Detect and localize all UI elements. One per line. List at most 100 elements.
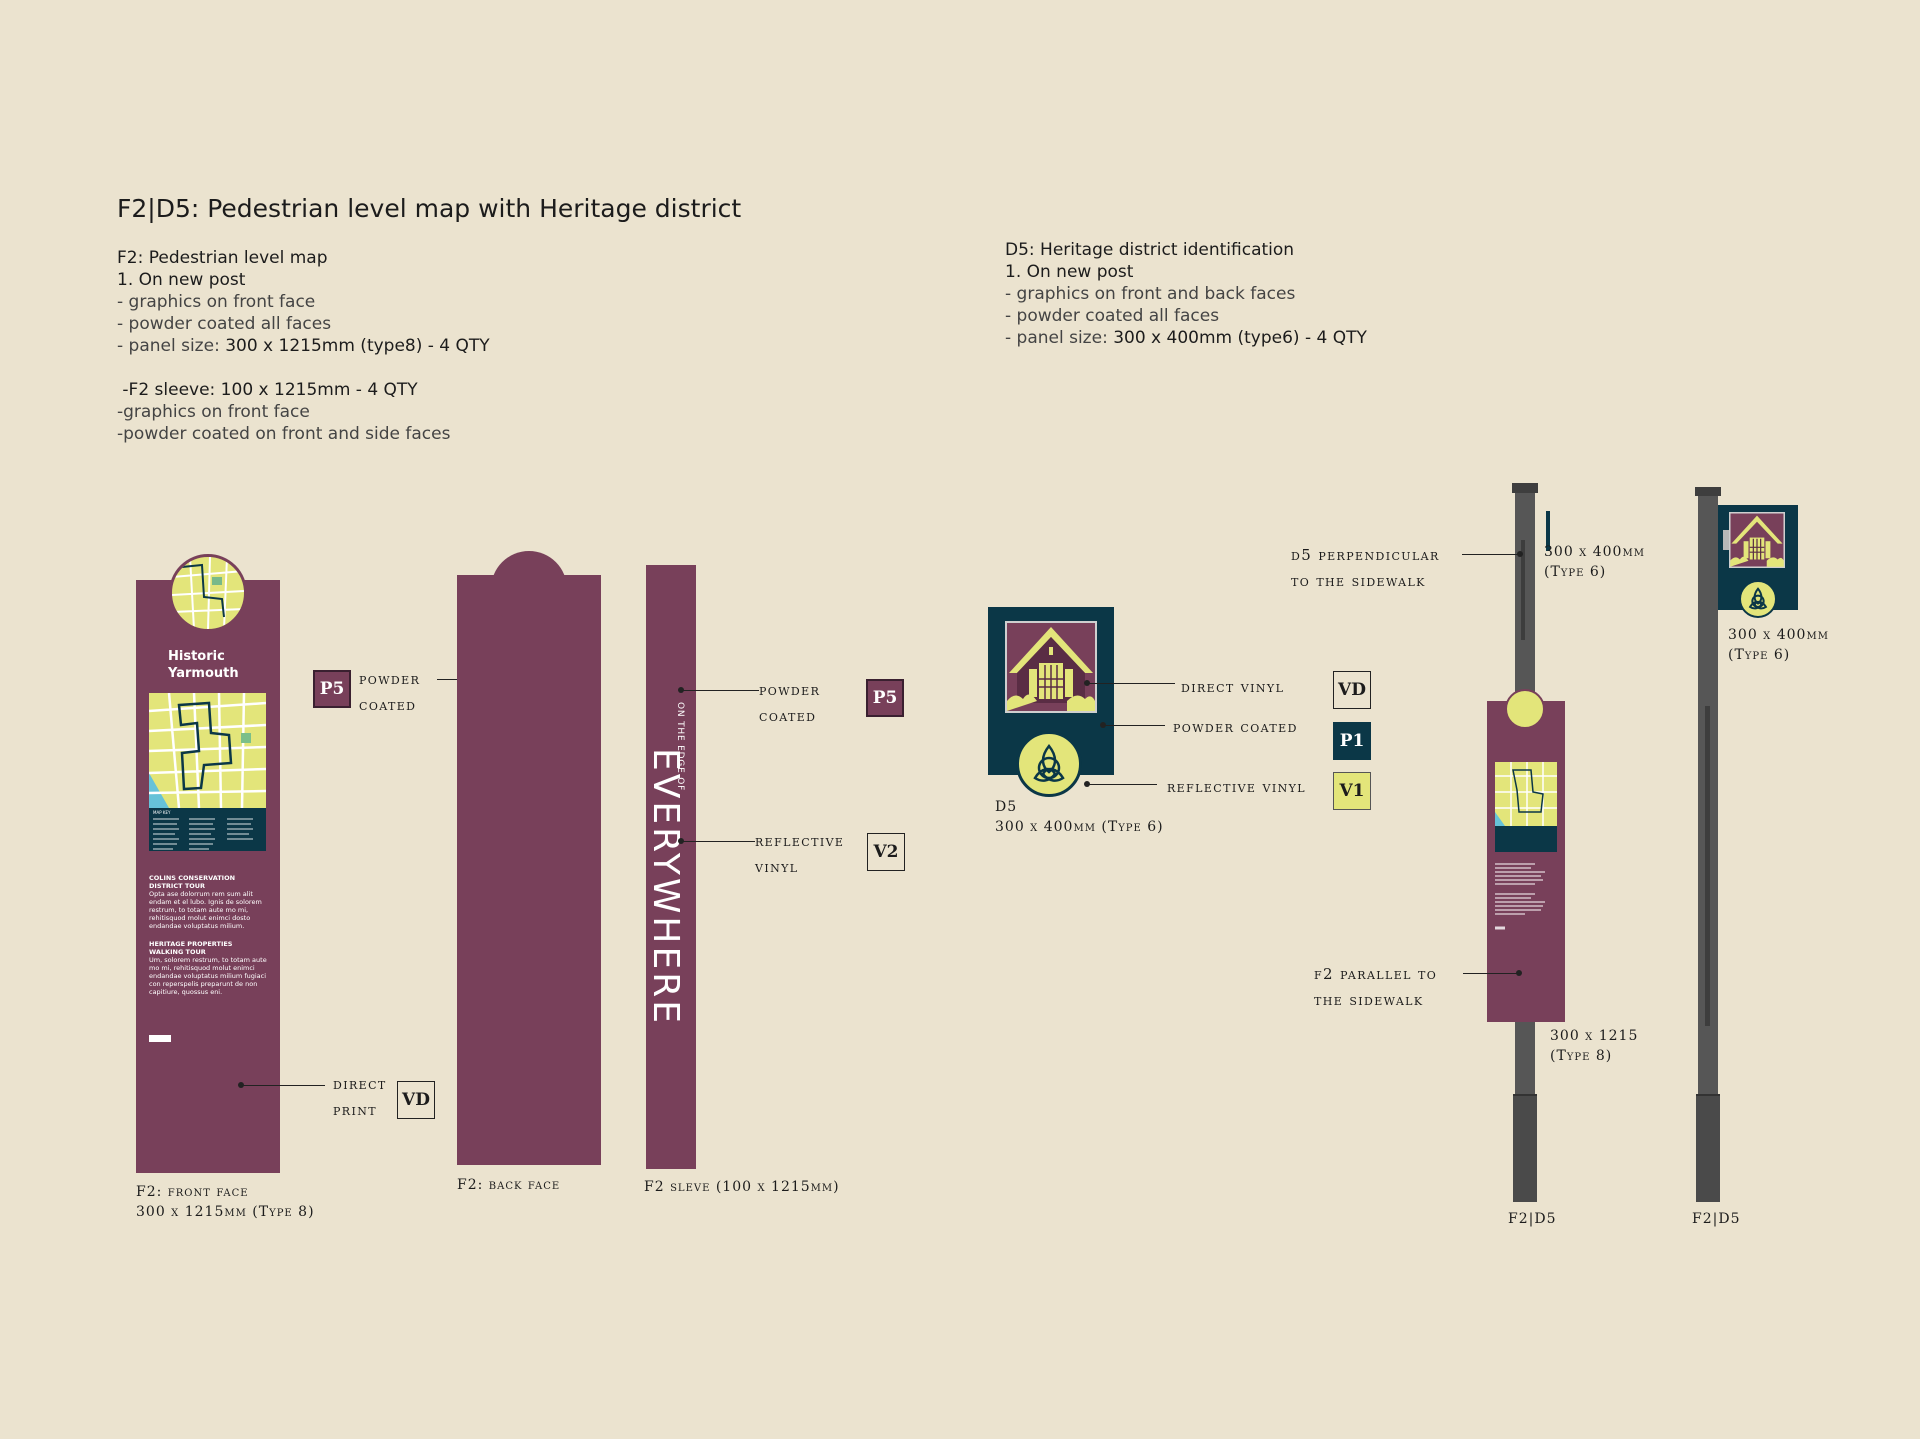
mount-bracket <box>1723 530 1729 550</box>
district-map <box>149 693 266 808</box>
caption-line: 300 x 1215mm (Type 8) <box>136 1204 315 1220</box>
mini-house-graphic <box>1729 512 1785 568</box>
triquetra-icon <box>1016 731 1082 797</box>
f2-front-caption: F2: front face 300 x 1215mm (Type 8) <box>136 1182 315 1222</box>
logo-mark <box>149 1035 171 1042</box>
leader-line <box>241 1085 325 1086</box>
d5-spec-block: D5: Heritage district identification 1. … <box>1005 239 1367 349</box>
tour2-title: HERITAGE PROPERTIES WALKING TOUR <box>149 940 233 956</box>
post-cap <box>1512 483 1538 493</box>
callout-line: REFLECTIVE <box>755 832 845 850</box>
label-line: THE SIDEWALK <box>1314 991 1424 1009</box>
d5-panel-size: 300 x 400mm (type6) - 4 QTY <box>1113 328 1367 348</box>
sleeve-graphic: ON THE EDGE OF EVERYWHERE <box>646 702 696 1042</box>
bracket <box>1546 511 1550 551</box>
callout-line: COATED <box>759 707 817 725</box>
back-panel-dome <box>491 551 567 627</box>
callout-line: VINYL <box>755 858 799 876</box>
f2-sleeve-spec: -F2 sleeve: 100 x 1215mm - 4 QTY <box>117 380 418 400</box>
f2-sleeve <box>646 565 696 1169</box>
badge-vd: VD <box>397 1081 435 1119</box>
callout-powder-coated: POWDER COATED <box>1173 718 1298 736</box>
post2-caption: F2|D5 <box>1692 1211 1741 1227</box>
callout-line: POWDER <box>359 670 421 688</box>
post1-caption: F2|D5 <box>1508 1211 1557 1227</box>
leader-line <box>681 690 759 691</box>
size-line: (Type 6) <box>1728 647 1791 663</box>
callout-direct-vinyl: DIRECT VINYL <box>1181 678 1285 696</box>
callout-line: PRINT <box>333 1101 377 1119</box>
caption-line: D5 <box>995 799 1018 815</box>
mini-text-lines <box>1495 862 1555 932</box>
f2-spec-line: - graphics on front face <box>117 292 316 312</box>
leader-dot <box>1516 970 1522 976</box>
d5-spec-item: 1. On new post <box>1005 262 1134 282</box>
f2-spec-line: - panel size: <box>117 336 226 356</box>
d5-spec-line: - powder coated all faces <box>1005 306 1220 326</box>
caption-line: 300 x 400mm (Type 6) <box>995 819 1164 835</box>
tour-info: COLINS CONSERVATION DISTRICT TOUR Opta a… <box>149 874 273 996</box>
f2-mini-panel <box>1487 701 1565 1022</box>
label-line: TO THE SIDEWALK <box>1291 572 1426 590</box>
post-cap <box>1695 487 1721 496</box>
leader-line <box>1103 725 1165 726</box>
f2-spec-block: F2: Pedestrian level map 1. On new post … <box>117 247 490 445</box>
badge-p5: P5 <box>313 670 351 708</box>
f2-front-panel <box>136 580 280 1173</box>
f2-back-panel <box>457 575 601 1165</box>
post2-d5-size: 300 x 400mm (Type 6) <box>1728 625 1829 665</box>
leader-line <box>681 841 755 842</box>
post-base <box>1513 1094 1537 1202</box>
tour1-body: Opta ase dolorrum rem sum alit endam et … <box>149 890 262 930</box>
callout-line: POWDER <box>759 681 821 699</box>
badge-v2: V2 <box>867 833 905 871</box>
post1-d5-label: D5 PERPENDICULAR TO THE SIDEWALK <box>1291 542 1440 594</box>
leader-line <box>1462 554 1520 555</box>
callout-line: COATED <box>359 696 417 714</box>
leader-line <box>1087 784 1157 785</box>
sleeve-big-text: EVERYWHERE <box>646 748 686 1026</box>
caption-line: F2: front face <box>136 1184 249 1200</box>
size-line: 300 x 1215 <box>1550 1028 1639 1044</box>
post-channel <box>1705 706 1710 1026</box>
d5-spec-line: - panel size: <box>1005 328 1114 348</box>
leader-line <box>1463 973 1519 974</box>
badge-p1: P1 <box>1333 722 1371 760</box>
post1-d5-size: 300 x 400mm (Type 6) <box>1544 542 1645 582</box>
mini-district-map <box>1495 762 1557 826</box>
legend-heading: MAP KEY <box>153 810 171 815</box>
badge-p5: P5 <box>866 679 904 717</box>
f2-spec-item: 1. On new post <box>117 270 246 290</box>
badge-vd: VD <box>1333 671 1371 709</box>
page-title: F2|D5: Pedestrian level map with Heritag… <box>117 194 742 223</box>
mini-locator-map <box>1505 689 1545 729</box>
f2-spec-heading: F2: Pedestrian level map <box>117 248 328 268</box>
size-line: (Type 6) <box>1544 564 1607 580</box>
size-line: 300 x 400mm <box>1544 544 1645 560</box>
leader-line <box>1087 683 1175 684</box>
callout-direct-print: DIRECT PRINT <box>333 1071 387 1123</box>
d5-caption: D5 300 x 400mm (Type 6) <box>995 797 1164 837</box>
f2-sleeve-line: -graphics on front face <box>117 402 310 422</box>
locator-map-circle <box>169 554 247 632</box>
callout-powder-coated: POWDER COATED <box>359 666 420 718</box>
callout-reflective-vinyl: REFLECTIVE VINYL <box>1167 778 1306 796</box>
d5-edge-bracket <box>1521 540 1525 640</box>
triquetra-icon <box>1739 580 1777 618</box>
f2-panel-size: 300 x 1215mm (type8) - 4 QTY <box>225 336 490 356</box>
post-base <box>1696 1094 1720 1202</box>
callout-sleeve-powder-coated: POWDER COATED <box>759 677 820 729</box>
size-line: 300 x 400mm <box>1728 627 1829 643</box>
d5-spec-heading: D5: Heritage district identification <box>1005 240 1295 260</box>
label-line: D5 PERPENDICULAR <box>1291 546 1440 564</box>
mini-legend <box>1495 826 1557 852</box>
f2-sleeve-line: -powder coated on front and side faces <box>117 424 451 444</box>
post1-f2-size: 300 x 1215 (Type 8) <box>1550 1026 1638 1066</box>
tour1-title: COLINS CONSERVATION DISTRICT TOUR <box>149 874 236 890</box>
sign-title: Historic Yarmouth <box>168 649 239 681</box>
f2-back-caption: F2: back face <box>457 1177 561 1193</box>
f2-spec-line: - powder coated all faces <box>117 314 332 334</box>
map-legend: MAP KEY <box>149 808 266 851</box>
f2-sleeve-caption: F2 sleve (100 x 1215mm) <box>644 1179 840 1195</box>
tour2-body: Um, solorem restrum, to totam aute mo mi… <box>149 956 267 996</box>
